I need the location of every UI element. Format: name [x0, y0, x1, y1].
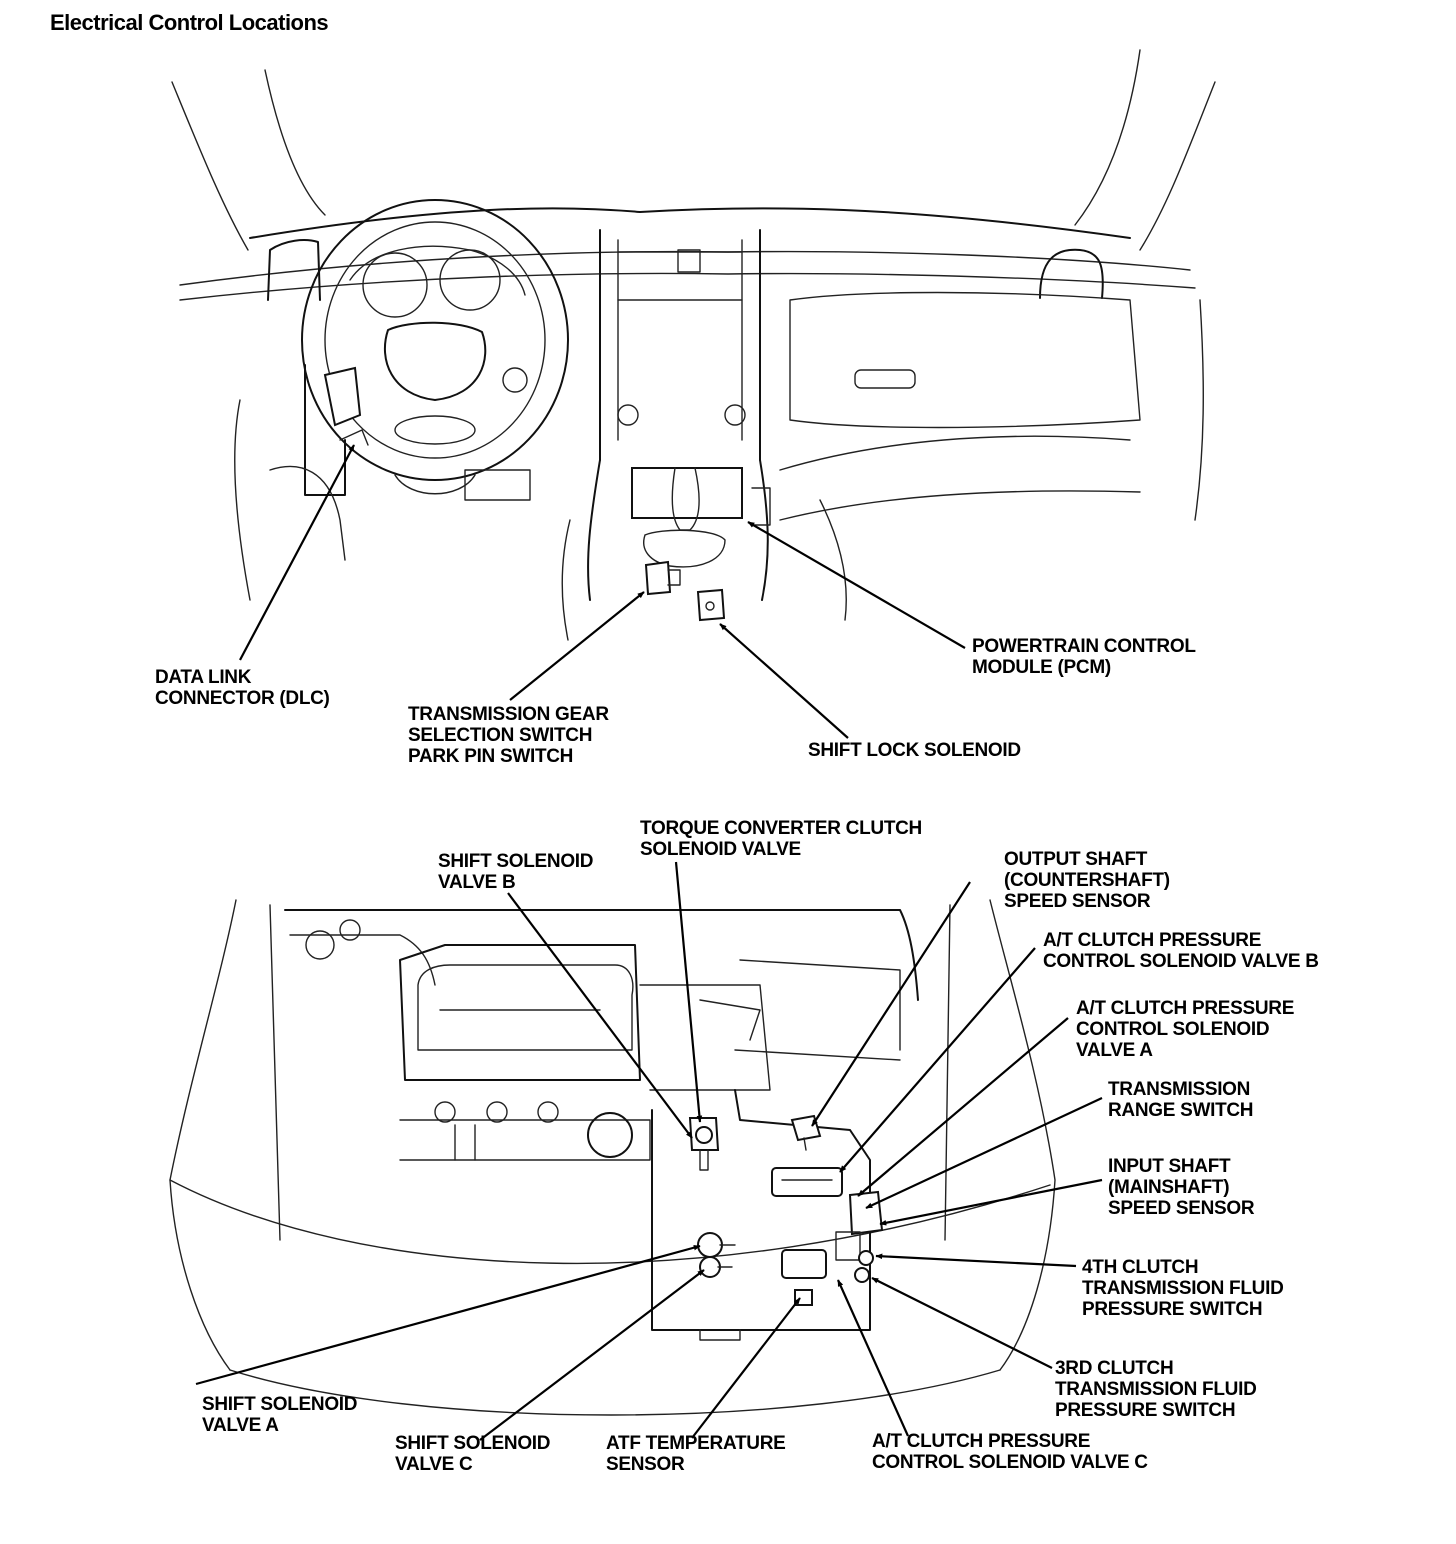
arrow-pcs-valve-c	[836, 1279, 910, 1437]
label-shift-lock-solenoid: SHIFT LOCK SOLENOID	[808, 740, 1021, 761]
arrow-shift-solenoid-b	[507, 892, 693, 1139]
arrow-pcs-valve-a	[857, 1017, 1069, 1197]
arrow-shift-lock	[719, 623, 849, 739]
arrow-shift-solenoid-c	[479, 1269, 705, 1441]
arrow-output-shaft-sensor	[811, 881, 971, 1127]
arrow-input-shaft-sensor	[879, 1178, 1103, 1226]
arrow-gear-switch	[509, 591, 645, 701]
arrow-3rd-clutch-switch	[871, 1277, 1053, 1369]
arrow-shift-solenoid-a	[195, 1244, 701, 1386]
arrow-pcm	[747, 521, 966, 649]
engine-bay-illustration	[169, 899, 1056, 1416]
arrow-pcs-valve-b	[839, 947, 1036, 1173]
arrow-tcc-solenoid	[674, 861, 703, 1123]
arrow-atf-sensor	[691, 1297, 801, 1439]
leader-lines	[195, 444, 1103, 1441]
interior-illustration	[171, 49, 1216, 641]
label-output-shaft-speed-sensor: OUTPUT SHAFT(COUNTERSHAFT)SPEED SENSOR	[1004, 849, 1170, 912]
arrow-range-switch	[865, 1097, 1103, 1209]
page-title: Electrical Control Locations	[50, 10, 329, 35]
arrow-dlc	[239, 444, 355, 661]
label-input-shaft-speed-sensor: INPUT SHAFT(MAINSHAFT)SPEED SENSOR	[1108, 1156, 1255, 1219]
arrow-4th-clutch-switch	[875, 1253, 1077, 1268]
